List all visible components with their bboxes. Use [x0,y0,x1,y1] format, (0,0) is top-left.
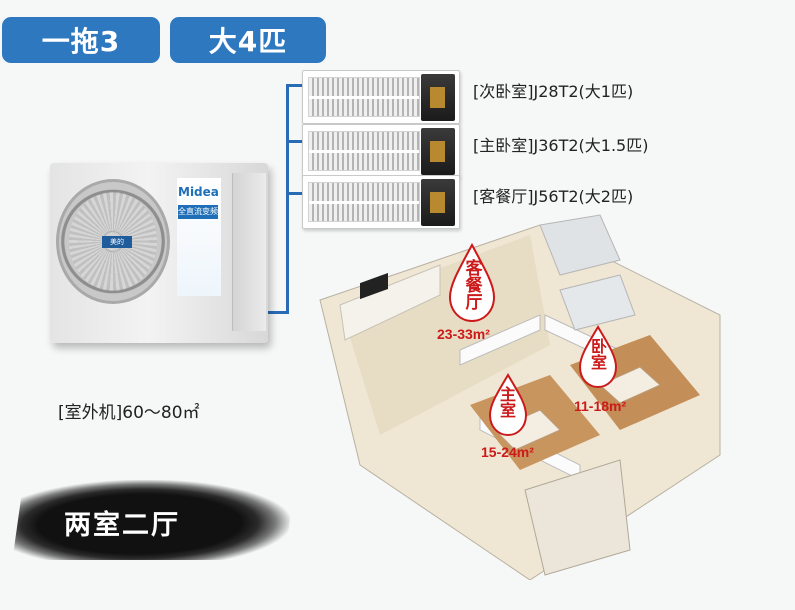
indoor-unit-3-label: [客餐厅]J56T2(大2匹) [473,187,634,206]
air-grille [308,77,420,117]
drop-marker-living [448,242,496,323]
kitchen-floor [539,214,621,276]
pipe-to-unit-3 [286,192,304,195]
capacity-badge: 大4匹 [170,17,326,63]
brand-sub-badge: 全直流变频 [178,205,218,219]
air-grille [308,182,420,222]
room-name-living: 客餐厅 [465,259,483,312]
wall-divider-1 [459,314,541,366]
service-panel [232,173,266,331]
room-area-master: 15-24m² [481,444,534,460]
config-badge: 一拖3 [2,17,160,63]
indoor-unit-3 [302,175,460,229]
living-room-floor [340,235,550,435]
layout-caption: 两室二厅 [64,510,180,541]
pipe-to-unit-1 [286,84,304,87]
bathroom-floor [559,274,636,331]
tv-screen [360,272,388,300]
floor-plan-illustration [319,214,721,580]
room-name-master: 主室 [499,387,516,420]
indoor-unit-1-label: [次卧室]J28T2(大1匹) [473,82,634,101]
balcony [524,459,631,576]
fan-motor [421,179,455,226]
indoor-unit-2-label: [主卧室]J36T2(大1.5匹) [473,136,649,155]
outdoor-unit-caption: [室外机]60～80㎡ [58,403,200,423]
room-area-bedroom: 11-18m² [574,398,627,414]
fan-motor [421,74,455,121]
indoor-unit-2 [302,124,460,178]
pipe-vertical [286,84,289,314]
bedroom-bed [599,366,661,404]
tv-wall [339,264,441,341]
drop-marker-master [488,373,528,437]
air-grille [308,131,420,171]
brand-strip [177,178,221,296]
unit-nameplate: 美的 [102,236,132,248]
pipe-to-outdoor [268,311,289,314]
room-area-living: 23-33m² [437,326,490,342]
pipe-to-unit-2 [286,140,304,143]
drop-marker-bedroom [578,325,618,389]
indoor-unit-1 [302,70,460,124]
outdoor-unit: Midea 全直流变频 美的 [50,163,268,343]
brand-logo: Midea [178,185,219,199]
room-name-bedroom: 卧室 [590,339,607,372]
fan-motor [421,128,455,175]
